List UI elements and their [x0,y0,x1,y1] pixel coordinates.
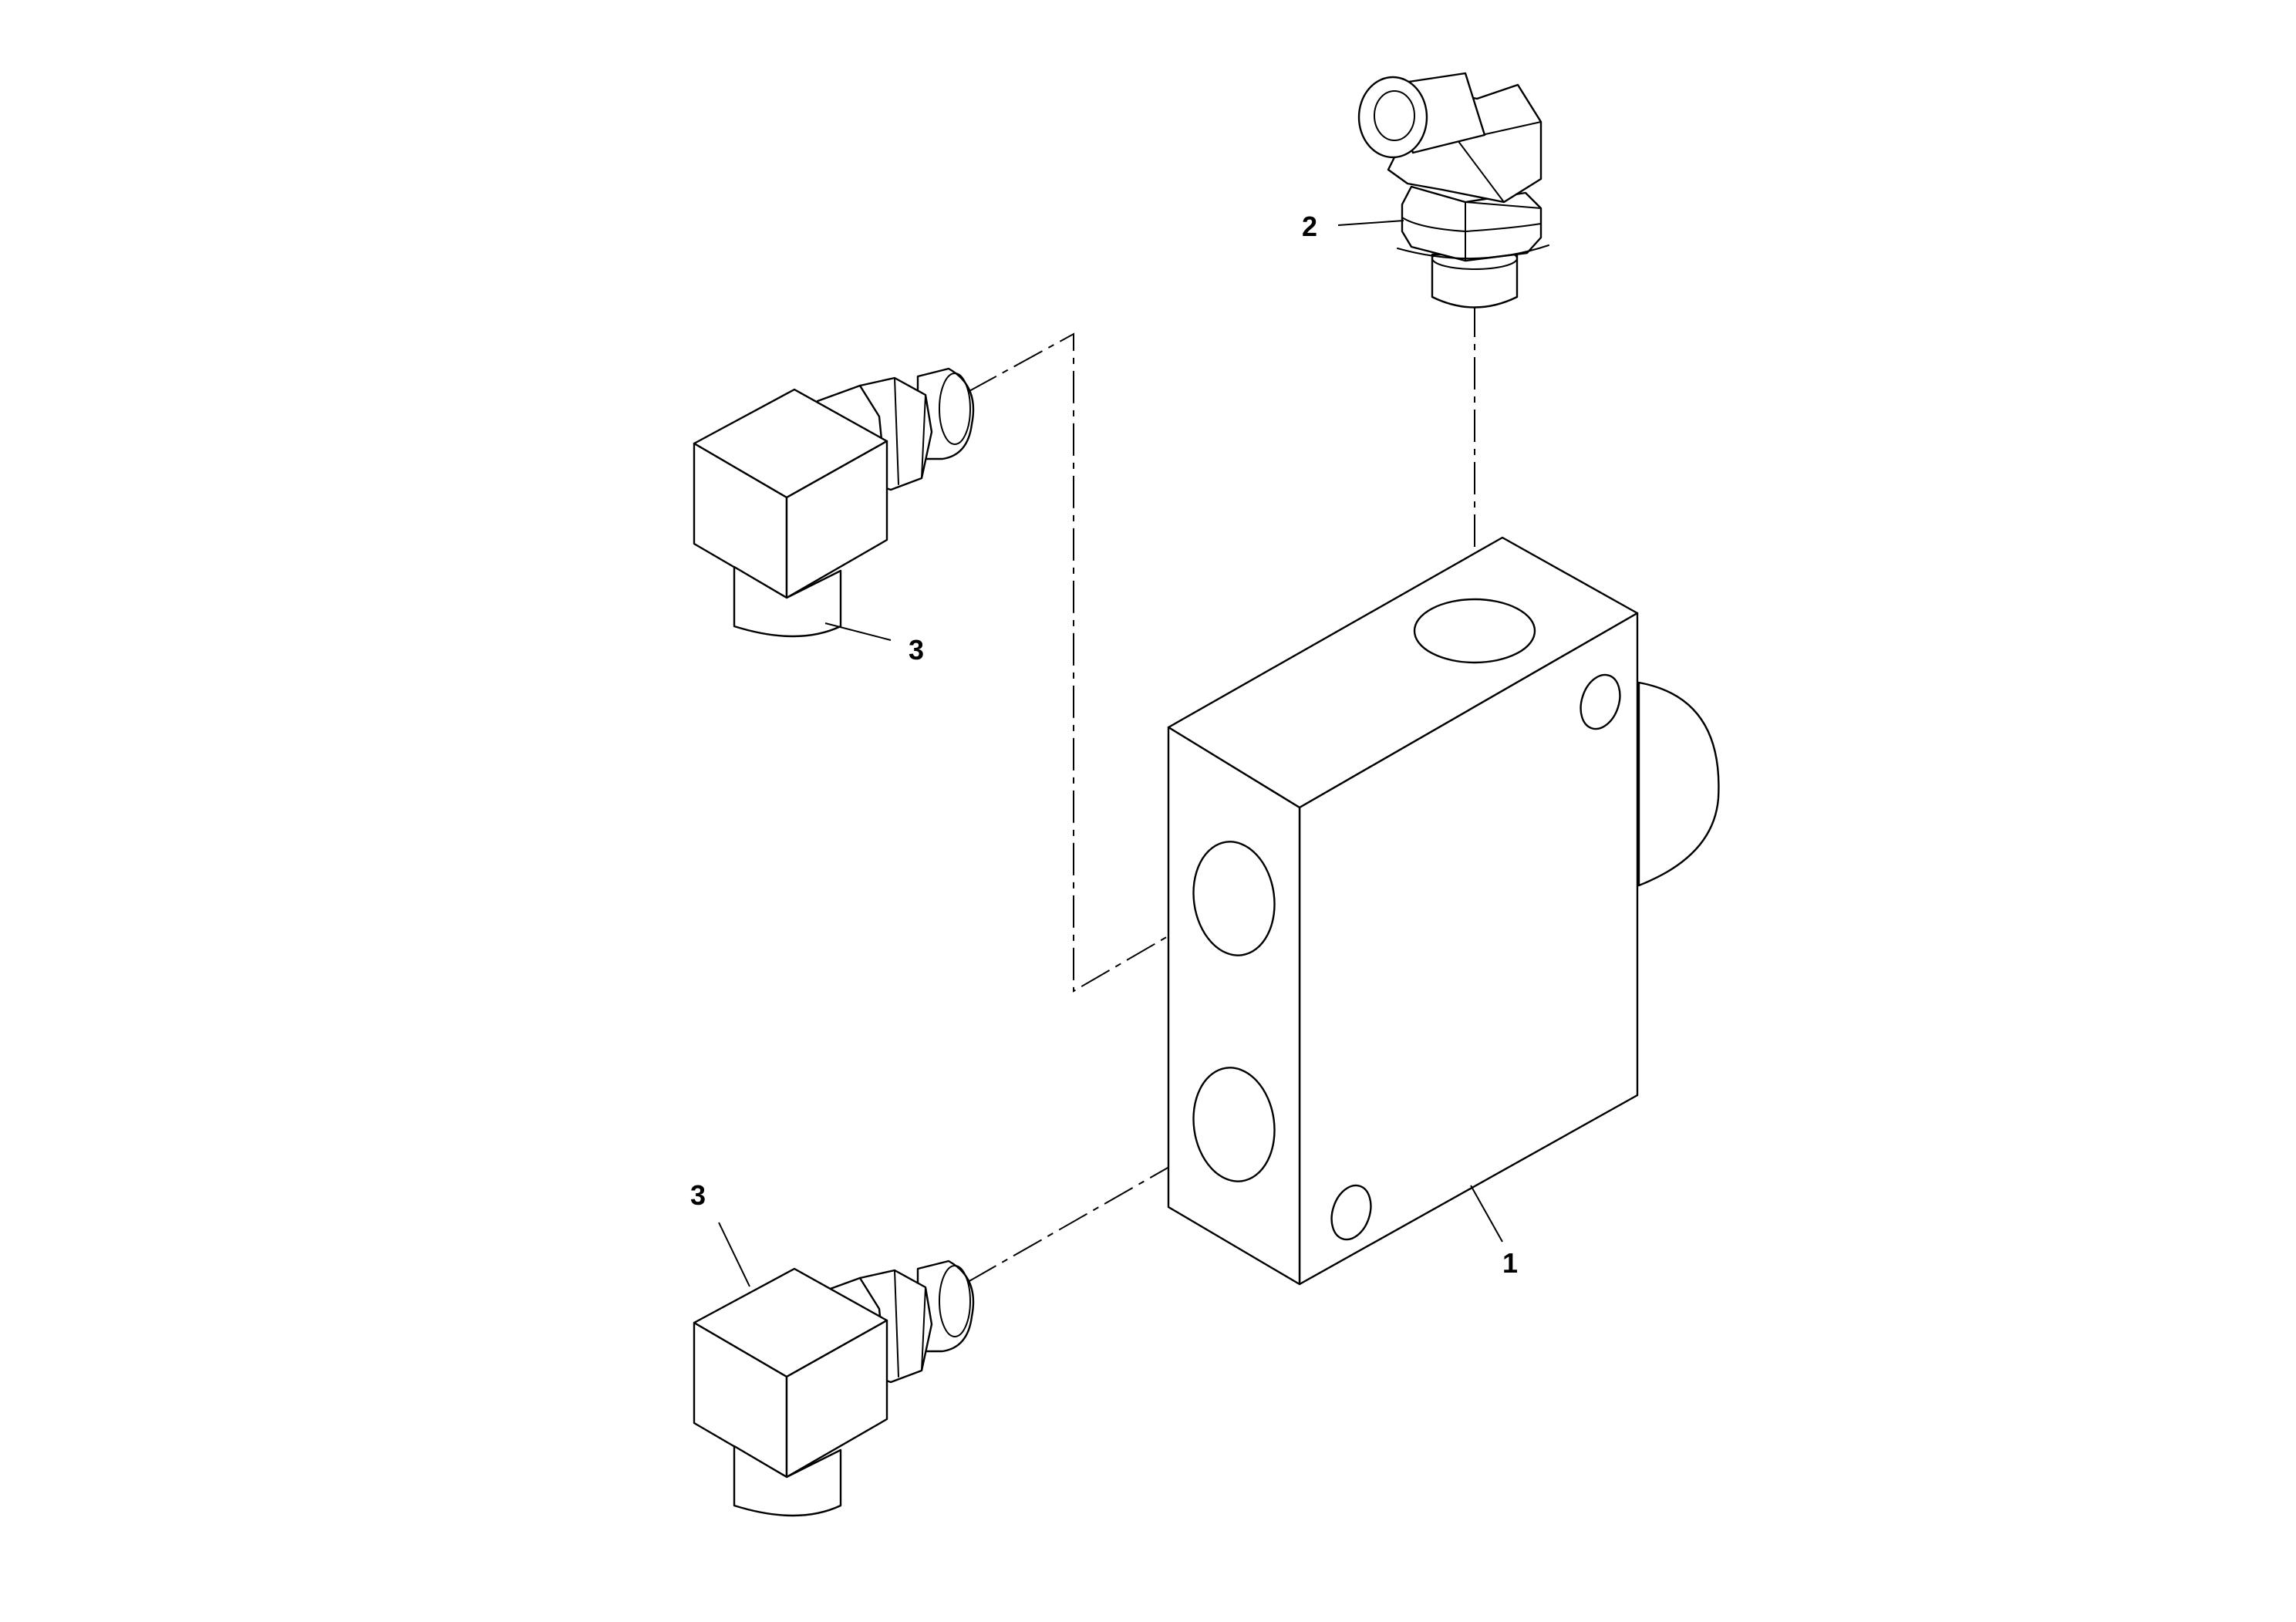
connector-lower-plug [733,1445,842,1517]
elbow-fitting-outlet-end [1357,76,1428,159]
callout-1-leader [1470,1185,1503,1243]
connector-plug-upper: 3 [693,367,975,666]
connector-upper-plug [733,565,842,638]
callout-3-lower: 3 [690,1179,706,1211]
elbow-fitting-hex [1401,185,1542,262]
valve-block-upper-port [1192,841,1276,956]
callout-3-lower-leader [718,1222,750,1287]
callout-1: 1 [1502,1247,1518,1279]
elbow-fitting: 2 [1302,72,1549,309]
connector-plug-lower: 3 [690,1179,975,1517]
callout-2-leader [1337,220,1404,226]
centerline-upper-port [967,332,1260,993]
valve-block-mount-hole-lower [1330,1184,1372,1241]
valve-block-top-port [1413,598,1536,664]
callout-3-upper-leader [824,622,892,641]
connector-lower-head-side [785,1319,888,1479]
valve-block: 1 [1167,536,1720,1286]
valve-block-front-face [1167,726,1301,1286]
connector-lower-spigot [916,1259,975,1353]
connector-upper-head-side [785,440,888,599]
callout-2: 2 [1302,211,1317,242]
valve-block-mount-hole-upper [1580,673,1621,730]
valve-block-boss [1637,681,1720,887]
callout-3-upper: 3 [909,634,924,666]
valve-block-lower-port [1192,1067,1276,1182]
connector-upper-spigot [916,367,975,460]
elbow-fitting-spigot [1431,253,1519,309]
